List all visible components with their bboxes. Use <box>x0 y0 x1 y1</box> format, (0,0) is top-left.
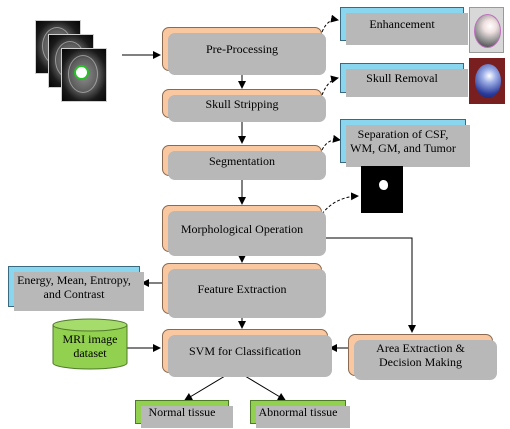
enhancement-note: Enhancement <box>340 7 468 45</box>
enhanced-brain-image <box>469 7 504 53</box>
morphological-operation-box: Morphological Operation <box>162 205 326 256</box>
feature-extraction-box: Feature Extraction <box>162 263 326 318</box>
skull-removal-note: Skull Removal <box>340 63 468 97</box>
dashed-seg-to-separation <box>321 134 341 151</box>
skull-stripping-box: Skull Stripping <box>162 89 326 122</box>
area-extraction-box: Area Extraction & Decision Making <box>348 334 497 380</box>
mri-slice-image <box>61 48 107 102</box>
preprocessing-box: Pre-Processing <box>162 27 326 75</box>
mri-dataset-cylinder: MRI image dataset <box>52 318 128 370</box>
svm-classification-box: SVM for Classification <box>162 329 332 377</box>
dashed-pre-to-enhancement <box>321 14 339 33</box>
arrow-morph-to-area <box>322 237 416 333</box>
separation-note: Separation of CSF, WM, GM, and Tumor <box>340 119 470 167</box>
normal-tissue-output: Normal tissue <box>135 400 233 428</box>
abnormal-tissue-output: Abnormal tissue <box>250 400 350 428</box>
input-mri-stack <box>35 20 125 116</box>
cylinder-shape <box>52 318 128 370</box>
arrow-svm-to-abnormal <box>239 372 286 401</box>
dashed-skull-to-removal <box>321 75 339 96</box>
dataset-label: MRI image dataset <box>62 332 118 360</box>
segmentation-box: Segmentation <box>162 145 326 180</box>
arrow-svm-to-normal <box>184 372 231 401</box>
features-note: Energy, Mean, Entropy, and Contrast <box>8 266 144 311</box>
dashed-morph-to-image <box>321 192 359 215</box>
segmented-tumor-image <box>361 166 403 213</box>
skull-removed-image <box>469 58 505 104</box>
